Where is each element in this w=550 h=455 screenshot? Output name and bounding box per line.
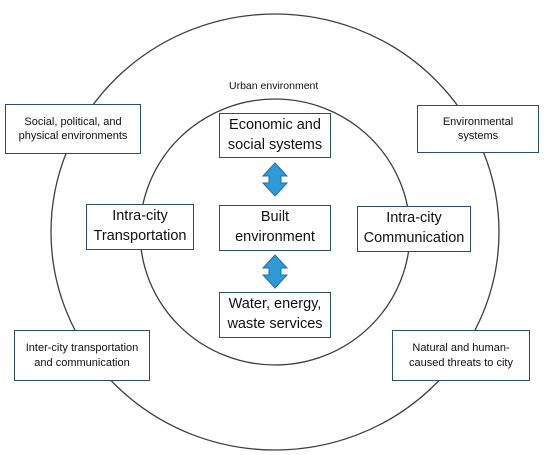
social-line-2: physical environments xyxy=(18,130,128,142)
economic-line-2: social systems xyxy=(227,136,323,153)
economic-line-1: Economic and xyxy=(229,116,321,133)
built-environment-box: Built environment xyxy=(219,205,331,251)
intercity-line-1: Inter-city transportation xyxy=(25,342,139,355)
environmental-line-1: Environmental xyxy=(442,115,514,128)
water-line-2: waste services xyxy=(227,316,323,332)
built-line-1: Built xyxy=(260,209,290,226)
intra-city-transportation-box: Intra-city Transportation xyxy=(86,204,194,250)
intercity-line-2: and communication xyxy=(34,356,130,369)
threats-line-2: caused threats to city xyxy=(409,356,513,369)
environmental-systems-box: Environmental systems xyxy=(417,105,539,153)
economic-social-systems-box: Economic and social systems xyxy=(219,113,331,158)
threats-line-1: Natural and human- xyxy=(412,342,510,355)
intra-city-communication-box: Intra-city Communication xyxy=(357,206,471,252)
environmental-line-2: systems xyxy=(457,130,499,142)
water-energy-waste-box: Water, energy, waste services xyxy=(219,292,331,338)
natural-human-threats-box: Natural and human- caused threats to cit… xyxy=(392,330,530,381)
outer-circle xyxy=(50,13,500,451)
water-line-1: Water, energy, xyxy=(228,296,322,313)
communication-line-2: Communication xyxy=(363,230,465,246)
transport-line-2: Transportation xyxy=(93,228,187,244)
social-political-physical-box: Social, political, and physical environm… xyxy=(5,104,141,154)
transport-line-1: Intra-city xyxy=(112,208,168,225)
inter-city-transport-communication-box: Inter-city transportation and communicat… xyxy=(14,330,150,381)
double-arrow-upper xyxy=(261,162,289,197)
double-arrow-lower xyxy=(261,254,289,289)
communication-line-1: Intra-city xyxy=(386,210,442,227)
built-line-2: environment xyxy=(235,229,315,245)
social-line-1: Social, political, and xyxy=(24,115,122,128)
urban-environment-label: Urban environment xyxy=(229,80,319,92)
